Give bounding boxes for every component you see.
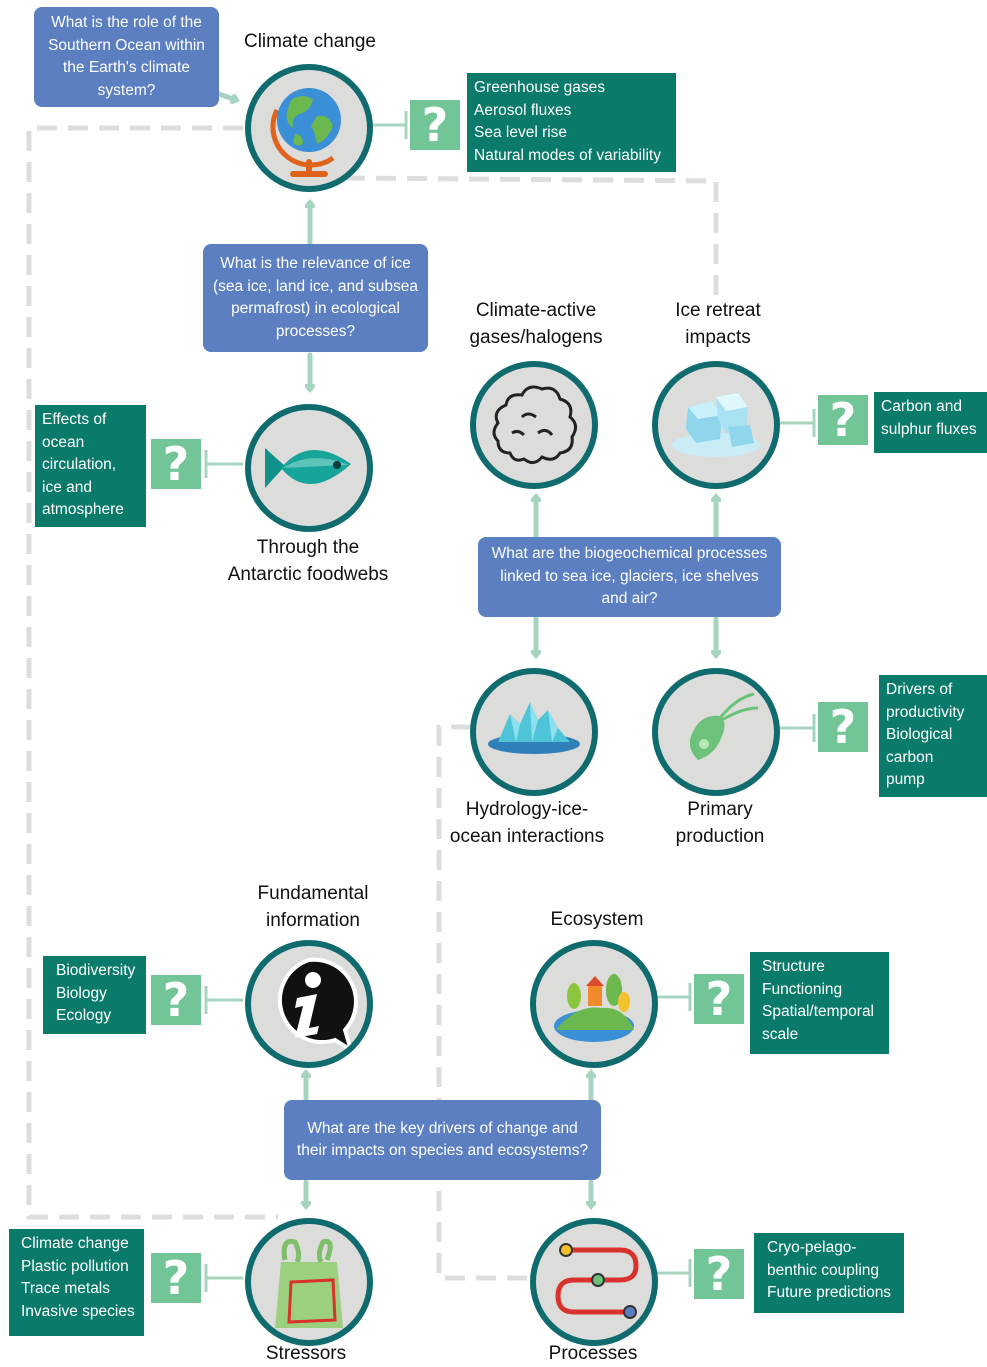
dashed-link-right [344,175,719,298]
question-mark-fundamental: ? [151,975,201,1025]
info-icon [277,957,358,1055]
fish-icon [265,448,351,488]
question-mark-climate: ? [410,100,460,150]
question-biogeochemical: What are the biogeochemical processes li… [478,537,781,617]
plastic-bag-icon [275,1238,343,1328]
inhibit-stressors [204,1264,243,1292]
question-southern-ocean: What is the role of the Southern Ocean w… [34,7,219,107]
node-climate-change [245,64,373,192]
node-title-primary: Primary production [675,799,765,847]
knowledge-box-primary: Drivers of productivity Biological carbo… [879,675,987,797]
knowledge-box-processes: Cryo-pelago- benthic coupling Future pre… [754,1233,904,1313]
inhibit-climate [373,111,408,139]
question-ice-relevance: What is the relevance of ice (sea ice, l… [203,244,428,352]
knowledge-box-foodwebs: Effects of ocean circulation, ice and at… [35,405,146,527]
question-key-drivers: What are the key drivers of change and t… [284,1100,601,1180]
knowledge-box-ice-retreat: Carbon and sulphur fluxes [874,392,987,453]
question-mark-foodwebs: ? [151,439,201,489]
ice-cubes-icon [672,393,760,457]
question-mark-stressors: ? [151,1253,201,1303]
globe-icon [270,88,341,177]
node-stressors [245,1218,373,1346]
node-primary [652,668,780,796]
knowledge-box-fundamental: Biodiversity Biology Ecology [43,956,146,1034]
inhibit-ecosystem [656,983,692,1011]
knowledge-box-stressors: Climate change Plastic pollution Trace m… [9,1229,144,1336]
phytoplankton-icon [689,692,759,760]
node-title-foodwebs: Through the Antarctic foodwebs [227,537,389,585]
process-path-icon [555,1243,639,1319]
inhibit-fundamental [204,986,243,1014]
inhibit-primary [780,714,816,742]
iceberg-icon [488,702,580,754]
node-foodwebs [245,404,373,532]
knowledge-box-ecosystem: Structure Functioning Spatial/temporal s… [750,952,889,1054]
inhibit-foodwebs [204,450,243,478]
question-mark-ice-retreat: ? [818,395,868,445]
node-title-fundamental: Fundamental information [257,883,369,931]
cloud-icon [492,385,577,464]
node-title-climate-change: Climate change [243,31,377,52]
node-title-processes: Processes [548,1343,638,1364]
question-mark-ecosystem: ? [694,974,744,1024]
node-hydrology [470,668,598,796]
node-title-ecosystem: Ecosystem [550,909,644,930]
node-fundamental [245,940,373,1068]
dashed-link-left [26,125,278,1220]
question-mark-processes: ? [694,1249,744,1299]
node-title-stressors: Stressors [265,1343,347,1364]
node-processes [530,1218,658,1346]
dashed-link-hydrology-processes [436,724,528,1281]
arrow-q1-to-climate [216,91,236,100]
node-title-hydrology: Hydrology-ice- ocean interactions [449,799,605,847]
inhibit-processes [656,1259,692,1287]
question-mark-primary: ? [818,702,868,752]
node-title-ice-retreat: Ice retreat impacts [675,300,761,348]
ecosystem-icon [554,974,634,1042]
node-title-gases: Climate-active gases/halogens [469,300,603,348]
knowledge-box-climate: Greenhouse gases Aerosol fluxes Sea leve… [467,73,676,172]
node-ice-retreat [652,361,780,489]
node-ecosystem [530,940,658,1068]
inhibit-iceretreat [780,409,816,437]
node-gases [470,361,598,489]
